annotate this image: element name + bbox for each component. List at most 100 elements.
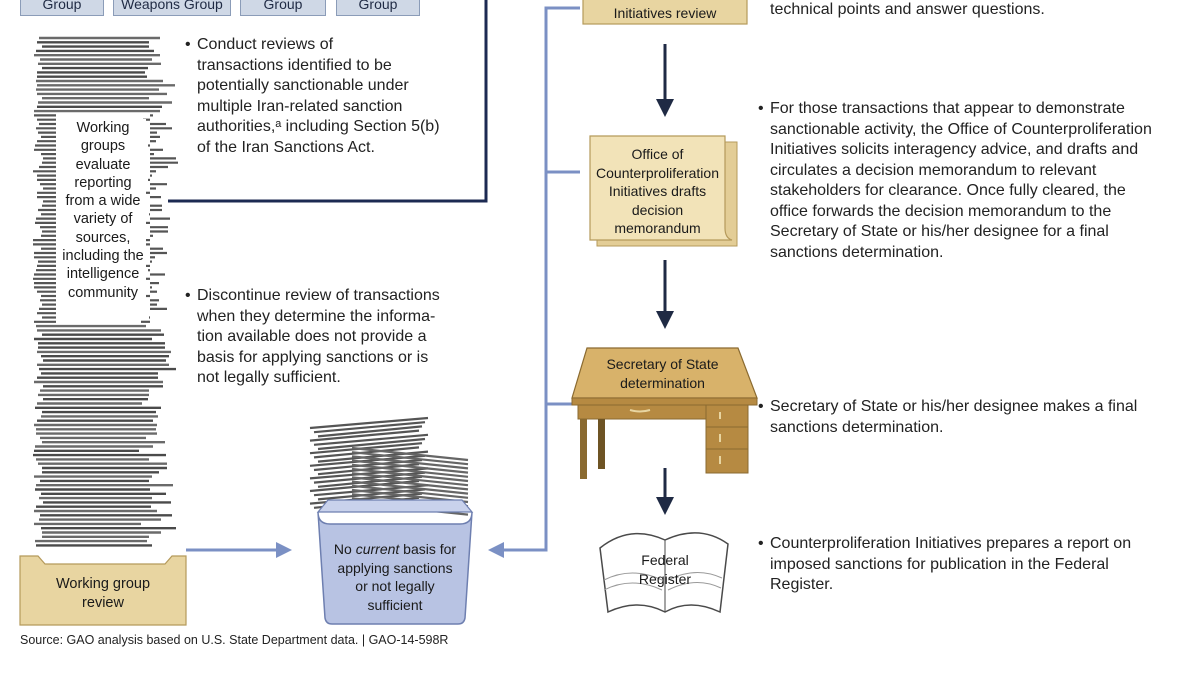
bullet-line: multiple Iran-related sanction	[197, 97, 403, 115]
step-line: decision	[631, 201, 684, 218]
group-frame-line	[168, 0, 488, 203]
memo-front-sheet	[589, 135, 733, 241]
bullet-line: circulates a decision memorandum to rele…	[770, 161, 1097, 179]
stack-label-line: evaluate	[75, 156, 131, 173]
tab-group-4: Group	[336, 0, 420, 16]
bin-rim	[316, 499, 474, 513]
step-line: Office of	[631, 146, 684, 162]
desk	[571, 347, 758, 479]
tab-label: Group	[42, 0, 82, 12]
label-line: or not legally	[355, 578, 435, 594]
stack-label-line: Working	[76, 120, 130, 136]
working-group-review-lines: Working group review	[20, 575, 186, 612]
bin	[317, 511, 473, 625]
bullet-line: authorities,ᵃ including Section 5(b)	[197, 118, 440, 135]
tab-weapons-group: Weapons Group	[113, 0, 231, 16]
bullet-line: Conduct reviews of	[197, 36, 334, 53]
stack-label-line: groups	[80, 138, 126, 155]
step-line: Initiatives drafts	[608, 183, 707, 199]
bullet-text: Secretary of State or his/her designee m…	[770, 397, 1190, 438]
stack-label-line: variety of	[73, 211, 133, 228]
bullet-line: sanctions determination.	[770, 243, 944, 261]
step-initiatives-review-lines: Initiatives review	[583, 4, 747, 23]
bullet-line: potentially sanctionable under	[197, 77, 409, 94]
paper-stack	[33, 36, 178, 547]
stack-label-line: including the	[62, 248, 144, 265]
bullet-technical-points: technical points and answer questions.	[770, 0, 1190, 21]
bullet-line: imposed sanctions for publication in the…	[770, 555, 1109, 573]
bullet-line: Secretary of State or his/her designee f…	[770, 223, 1109, 240]
bin-label-prefix: No	[333, 541, 356, 557]
tab-label: Group	[358, 0, 398, 12]
stack-label-line: reporting	[74, 174, 132, 191]
step-line: Federal	[641, 552, 689, 568]
bullet-line: not legally sufficient.	[197, 369, 341, 386]
bullet-line: when they determine the informa-	[197, 307, 436, 325]
bullet-line: Discontinue review of transactions	[197, 287, 440, 304]
initiatives-review-folder	[582, 0, 748, 25]
connector-vertical	[502, 6, 580, 552]
label-line: sufficient	[367, 596, 423, 613]
bullet-secretary-determination: •Secretary of State or his/her designee …	[758, 397, 1190, 438]
stack-label-line: sources,	[75, 229, 131, 246]
flow-arrow-2-head	[656, 311, 674, 329]
bullet-line: Secretary of State or his/her designee m…	[770, 398, 1138, 415]
step-line: determination	[620, 374, 705, 391]
flow-arrow-3-head	[656, 497, 674, 515]
stack-label-line: community	[67, 284, 139, 301]
working-group-review-label: Working group review	[20, 575, 186, 612]
tab-label: Group	[263, 0, 303, 12]
step-line: Initiatives review	[613, 5, 717, 21]
label-line: review	[82, 594, 124, 611]
bullet-line: For those transactions that appear to de…	[770, 100, 1125, 117]
bullet-line: sanctions determination.	[770, 418, 944, 436]
step-line: memorandum	[614, 220, 701, 236]
bullet-text: Conduct reviews of transactions identifie…	[197, 35, 487, 158]
tab-label: Weapons Group	[121, 0, 223, 12]
tab-group-1: Group	[20, 0, 104, 16]
bullet-sanctionable-activity: •For those transactions that appear to d…	[758, 99, 1195, 263]
bullet-line: Counterproliferation Initiatives prepare…	[770, 535, 1132, 552]
bullet-line: of the Iran Sanctions Act.	[197, 138, 375, 156]
step-line: Counterproliferation	[596, 164, 719, 181]
bin-label-lines: applying sanctions or not legally sufficie…	[322, 559, 468, 615]
bullet-text: For those transactions that appear to de…	[770, 99, 1195, 263]
label-line: Working group	[55, 576, 151, 592]
bin-label-suffix: basis for	[399, 541, 457, 557]
bullet-line: office forwards the decision memorandum …	[770, 202, 1112, 220]
bullet-line: tion available does not provide a	[197, 328, 427, 345]
step-secretary-determination: Secretary of State determination	[587, 355, 738, 392]
bullet-federal-register-report: •Counterproliferation Initiatives prepar…	[758, 534, 1190, 596]
bullet-line: technical points and answer questions.	[770, 1, 1045, 18]
bullet-text: Discontinue review of transactions when t…	[197, 286, 487, 389]
step-secretary-determination-lines: Secretary of State determination	[587, 355, 738, 392]
step-line: Secretary of State	[606, 356, 719, 372]
step-initiatives-review: Initiatives review	[583, 4, 747, 23]
stack-label-line: from a wide	[65, 193, 141, 210]
bullet-text: Counterproliferation Initiatives prepare…	[770, 534, 1190, 596]
bin-label-emphasis: current	[355, 541, 400, 557]
tab-group-3: Group	[240, 0, 326, 16]
bullet-line: basis for applying sanctions or is	[197, 348, 429, 366]
bin-label: No current basis for applying sanctions o…	[322, 540, 468, 614]
source-note: Source: GAO analysis based on U.S. State…	[20, 633, 449, 647]
stack-label-line: intelligence	[66, 266, 140, 283]
bullet-line: Initiatives solicits interagency advice,…	[770, 141, 1139, 158]
arrow-to-bin-right-head	[488, 542, 504, 558]
bullet-line: sanctionable activity, the Office of Cou…	[770, 120, 1152, 138]
bullet-line: stakeholders for clearance. Once fully c…	[770, 182, 1126, 199]
label-line: applying sanctions	[337, 559, 453, 576]
bullet-line: transactions identified to be	[197, 56, 392, 74]
working-group-folder	[19, 555, 187, 626]
flow-arrow-1-head	[656, 99, 674, 117]
arrow-to-bin-head	[276, 542, 292, 558]
